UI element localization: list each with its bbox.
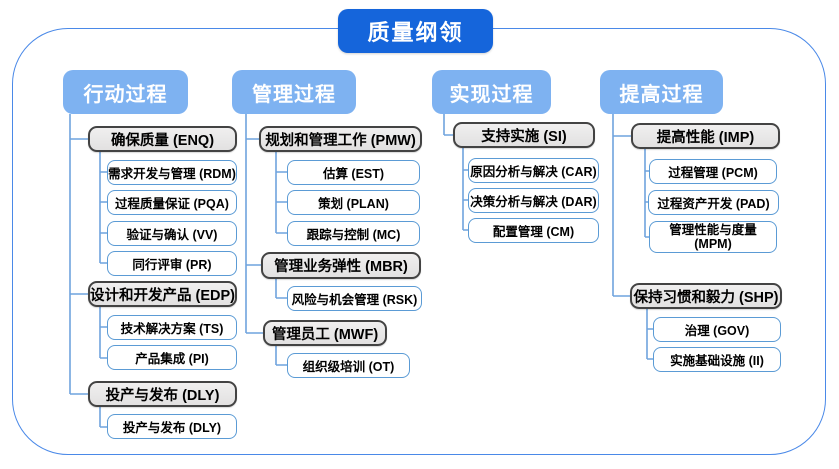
- node-dly-sub: 投产与发布 (DLY): [107, 414, 237, 439]
- node-dar: 决策分析与解决 (DAR): [468, 188, 599, 213]
- node-est: 估算 (EST): [287, 160, 420, 185]
- node-pcm: 过程管理 (PCM): [649, 159, 777, 184]
- node-edp: 设计和开发产品 (EDP): [88, 281, 237, 307]
- node-car: 原因分析与解决 (CAR): [468, 158, 599, 183]
- node-gov: 治理 (GOV): [653, 317, 781, 342]
- node-mwf: 管理员工 (MWF): [263, 320, 387, 346]
- node-enq: 确保质量 (ENQ): [88, 126, 237, 152]
- node-rdm: 需求开发与管理 (RDM): [107, 160, 237, 185]
- node-plan: 策划 (PLAN): [287, 190, 420, 215]
- node-si: 支持实施 (SI): [453, 122, 595, 148]
- node-ts: 技术解决方案 (TS): [107, 315, 237, 340]
- node-pad: 过程资产开发 (PAD): [648, 190, 779, 215]
- node-pi: 产品集成 (PI): [107, 345, 237, 370]
- column-header-action-process: 行动过程: [63, 70, 188, 114]
- column-header-implementation-process: 实现过程: [432, 70, 551, 114]
- node-pr: 同行评审 (PR): [107, 251, 237, 276]
- node-mpm: 管理性能与度量 (MPM): [649, 221, 777, 253]
- node-cm: 配置管理 (CM): [468, 218, 599, 243]
- node-pqa: 过程质量保证 (PQA): [107, 190, 237, 215]
- diagram-title: 质量纲领: [338, 9, 493, 53]
- node-ii: 实施基础设施 (II): [653, 347, 781, 372]
- node-ot: 组织级培训 (OT): [287, 353, 410, 378]
- node-vv: 验证与确认 (VV): [107, 221, 237, 246]
- node-pmw: 规划和管理工作 (PMW): [259, 126, 422, 152]
- node-mc: 跟踪与控制 (MC): [287, 221, 420, 246]
- node-shp: 保持习惯和毅力 (SHP): [630, 283, 782, 309]
- column-header-management-process: 管理过程: [232, 70, 356, 114]
- node-mbr: 管理业务弹性 (MBR): [261, 252, 421, 279]
- node-rsk: 风险与机会管理 (RSK): [287, 286, 422, 311]
- node-imp: 提高性能 (IMP): [631, 123, 780, 149]
- node-dly: 投产与发布 (DLY): [88, 381, 237, 407]
- column-header-improvement-process: 提高过程: [600, 70, 723, 114]
